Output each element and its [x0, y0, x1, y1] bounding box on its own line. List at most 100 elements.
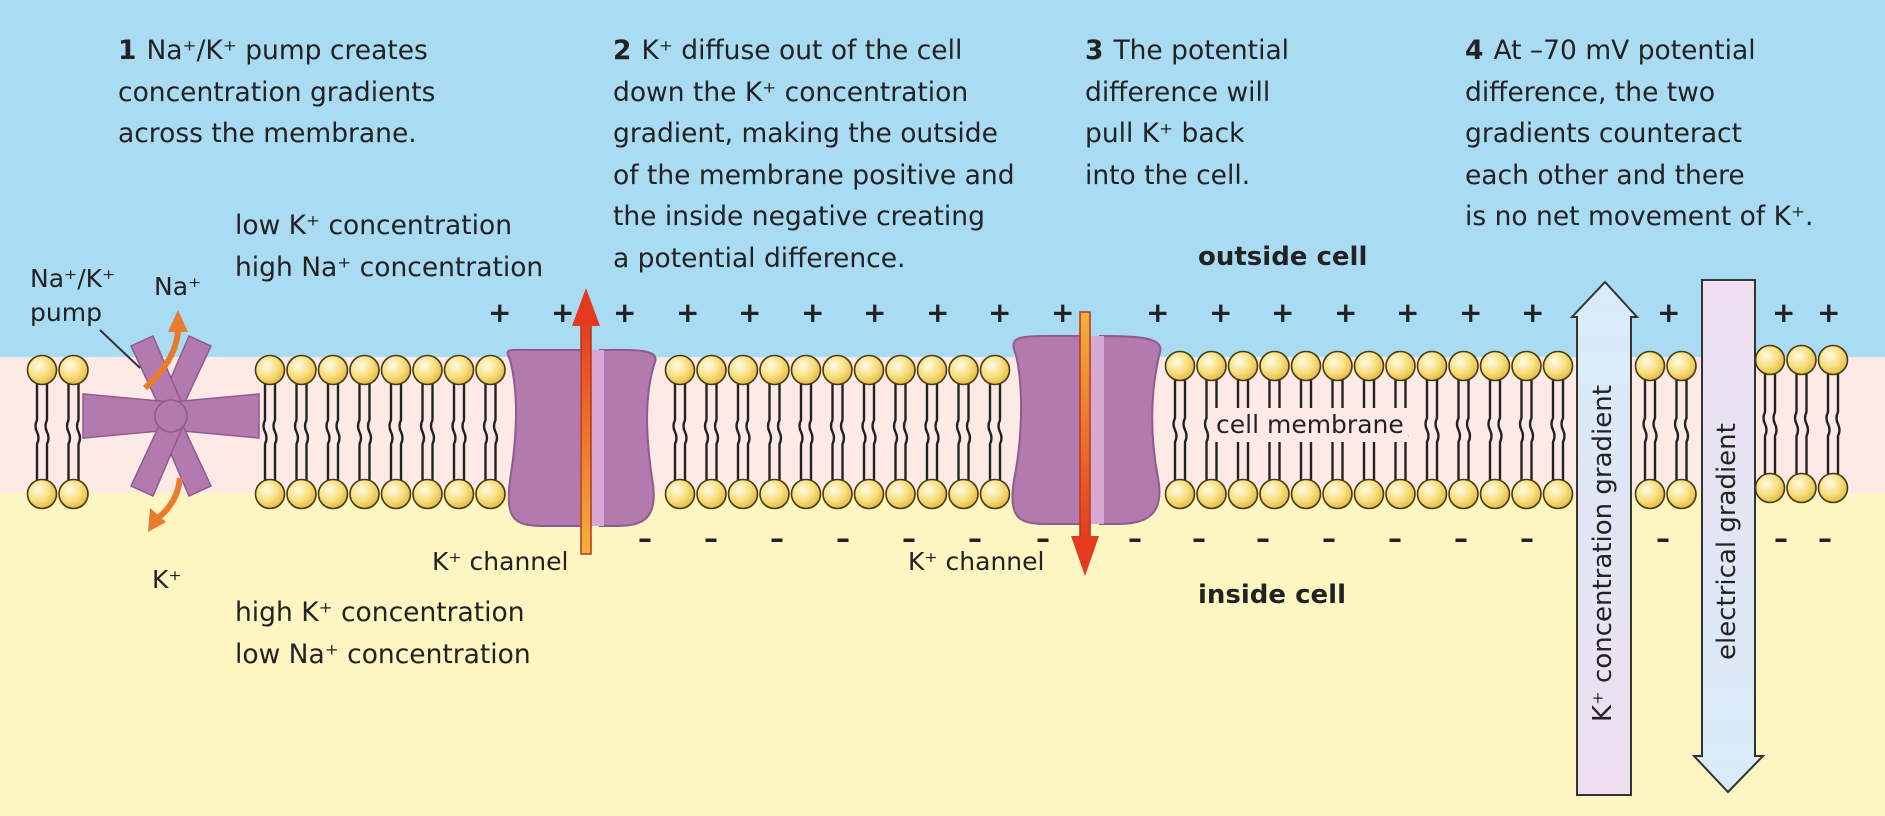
- lipid-tail: [44, 384, 50, 480]
- lipid-head: [664, 478, 696, 510]
- lipid-head: [1290, 478, 1322, 510]
- plus-sign: +: [1271, 296, 1295, 329]
- step-3-number: 3: [1085, 35, 1104, 66]
- lipid-head: [317, 354, 349, 386]
- step-1-line-2: concentration gradients: [118, 76, 436, 108]
- lipid-head: [475, 478, 506, 510]
- k-in-arrowhead-icon: [148, 508, 166, 532]
- lipid-tail: [1793, 374, 1800, 474]
- lipid-tail: [492, 384, 499, 480]
- electrical-gradient-arrow-icon: [1691, 279, 1766, 794]
- lipid-tail: [902, 384, 909, 480]
- lipid-head: [948, 478, 979, 510]
- lipid-tail: [388, 384, 394, 480]
- minus-sign: –: [638, 522, 652, 555]
- lipid-head: [380, 478, 412, 510]
- lipid-head: [1322, 350, 1353, 382]
- lipid-tail: [1518, 380, 1525, 480]
- lipid-head: [1479, 350, 1511, 382]
- lipid-tail: [75, 384, 82, 480]
- lipid-head: [1227, 350, 1259, 382]
- lipid-tail: [1497, 380, 1503, 480]
- lipid-head: [1385, 350, 1416, 382]
- lipid-head: [1196, 350, 1227, 382]
- lipid-head: [1511, 350, 1542, 382]
- lipid-head: [1353, 478, 1385, 510]
- na-out-arrow-icon: [142, 327, 181, 391]
- lipid-tail: [1424, 380, 1430, 480]
- lipid-tail: [461, 384, 467, 480]
- lipid-head: [1385, 478, 1416, 510]
- lipid-tail: [1772, 374, 1778, 474]
- outside-cell-region: [0, 0, 1885, 357]
- plus-sign: +: [863, 296, 887, 329]
- lipid-head: [1817, 472, 1849, 504]
- na-ion-label: Na⁺: [154, 272, 202, 301]
- lipid-tail: [325, 384, 331, 480]
- plus-sign: +: [1772, 296, 1796, 329]
- step-2-line-1: K⁺ diffuse out of the cell: [641, 35, 963, 66]
- lipid-tail: [808, 384, 814, 480]
- plus-sign: +: [988, 296, 1012, 329]
- minus-sign: –: [902, 522, 916, 555]
- lipid-head: [349, 478, 380, 510]
- lipid-tail: [955, 384, 962, 480]
- k-efflux-arrowhead-icon: [572, 288, 600, 326]
- step-2-line-3: gradient, making the outside: [613, 118, 998, 149]
- lipid-tail: [735, 384, 741, 480]
- plus-sign: +: [1459, 296, 1483, 329]
- k-ion-label: K⁺: [152, 565, 182, 594]
- lipid-head: [1511, 478, 1542, 510]
- step-3-line-1: The potential: [1113, 35, 1290, 66]
- lipid-tail: [892, 384, 899, 480]
- plus-sign: +: [613, 296, 637, 329]
- step-1-number: 1: [118, 35, 137, 66]
- lipid-tail: [1550, 380, 1556, 480]
- lipid-head: [822, 478, 853, 510]
- lipid-head: [853, 354, 885, 386]
- inside-cell-region: [0, 493, 1885, 816]
- lipid-tail: [429, 384, 436, 480]
- step-2-line-2: down the K⁺ concentration: [613, 76, 969, 108]
- lipid-tail: [1560, 380, 1566, 480]
- lipid-head: [885, 478, 916, 510]
- lipid-head: [979, 354, 1011, 386]
- lipid-head: [317, 478, 349, 510]
- step-4-line-4: each other and there: [1465, 159, 1745, 191]
- plus-sign: +: [1817, 296, 1841, 329]
- k-channel-2-label: K⁺ channel: [908, 547, 1045, 576]
- lipid-head: [853, 478, 885, 510]
- lipid-head: [412, 478, 443, 510]
- lipid-tail: [1465, 380, 1472, 480]
- lipid-tail: [1652, 380, 1658, 480]
- lipid-head: [1634, 478, 1666, 510]
- lipid-tail: [419, 384, 426, 480]
- lipid-tail: [924, 384, 930, 480]
- plus-sign: +: [676, 296, 700, 329]
- lipid-tail: [451, 384, 457, 480]
- lipid-tail: [1528, 380, 1535, 480]
- minus-sign: –: [770, 522, 784, 555]
- lipid-head: [916, 354, 948, 386]
- lipid-tail: [766, 384, 773, 480]
- lipid-head: [349, 354, 380, 386]
- lipid-tail: [682, 384, 688, 480]
- lipid-head: [885, 354, 916, 386]
- plus-sign: +: [1521, 296, 1545, 329]
- lipid-tail: [303, 384, 310, 480]
- k-channel-protein-2: [1011, 334, 1162, 525]
- plus-sign: +: [1146, 296, 1170, 329]
- lipid-head: [759, 354, 790, 386]
- lipid-tail: [1642, 380, 1648, 480]
- lipid-tail: [829, 384, 836, 480]
- step-4-line-2: difference, the two: [1465, 76, 1716, 108]
- plus-sign: +: [801, 296, 825, 329]
- lipid-head: [1786, 472, 1817, 504]
- lipid-head: [948, 354, 979, 386]
- minus-sign: –: [968, 522, 982, 555]
- step-3-line-2: difference will: [1085, 76, 1271, 108]
- outside-conc-line-2: high Na⁺ concentration: [235, 251, 544, 283]
- pump-label-line-1: Na⁺/K⁺: [30, 264, 116, 293]
